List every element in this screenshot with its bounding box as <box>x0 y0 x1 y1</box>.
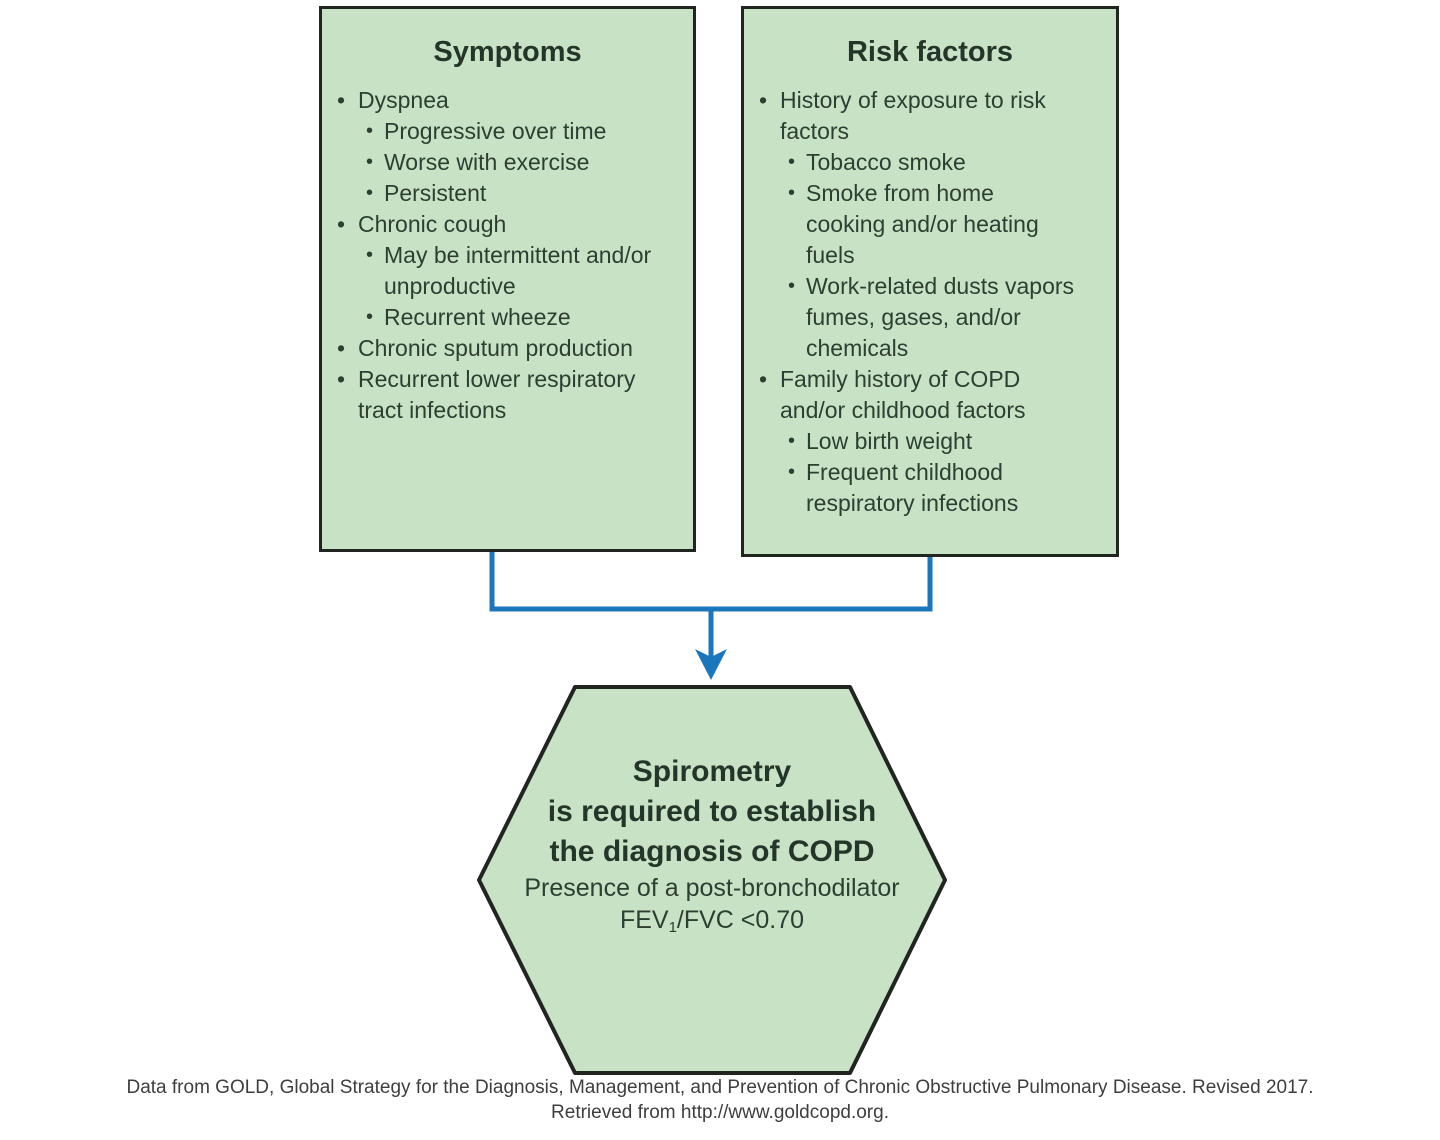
bullet-icon: • <box>788 461 796 483</box>
symptoms-title: Symptoms <box>433 36 582 68</box>
bullet-icon: • <box>788 430 796 452</box>
bullet-icon: • <box>366 151 374 173</box>
formula-subscript: 1 <box>668 919 677 936</box>
list-item: •Persistent <box>322 178 693 209</box>
list-item: •Recurrent wheeze <box>322 302 693 333</box>
list-item: •Recurrent lower respiratory tract infec… <box>322 364 693 426</box>
hexagon-title-line: the diagnosis of COPD <box>549 835 875 868</box>
bullet-icon: • <box>337 87 346 113</box>
bullet-icon: • <box>759 87 768 113</box>
bullet-icon: • <box>337 335 346 361</box>
list-item: •Progressive over time <box>322 116 693 147</box>
bullet-icon: • <box>788 275 796 297</box>
list-item: •Work-related dusts vapors fumes, gases,… <box>744 271 1116 364</box>
list-item: •May be intermittent and/or unproductive <box>322 240 693 302</box>
list-item: •Frequent childhood respiratory infectio… <box>744 457 1116 519</box>
caption-line-2: Retrieved from http://www.goldcopd.org. <box>551 1102 889 1123</box>
arrow-down-icon <box>695 649 727 680</box>
list-item: •Tobacco smoke <box>744 147 1116 178</box>
list-item: •Worse with exercise <box>322 147 693 178</box>
caption-line-1: Data from GOLD, Global Strategy for the … <box>126 1077 1314 1098</box>
list-item: •Smoke from home cooking and/or heating … <box>744 178 1116 271</box>
bullet-icon: • <box>366 120 374 142</box>
bullet-icon: • <box>788 182 796 204</box>
hexagon-shape <box>477 685 947 1075</box>
bullet-icon: • <box>366 182 374 204</box>
bullet-icon: • <box>759 366 768 392</box>
bullet-icon: • <box>366 306 374 328</box>
formula-prefix: FEV <box>619 906 669 934</box>
list-item: •Chronic sputum production <box>322 333 693 364</box>
hexagon-title-line: Spirometry <box>632 755 792 788</box>
list-item: •Dyspnea <box>322 85 693 116</box>
hexagon-text-block: Spirometry is required to establish the … <box>452 752 972 940</box>
list-item: •Low birth weight <box>744 426 1116 457</box>
hexagon-title-line: is required to establish <box>547 795 877 828</box>
risk-factors-box: Risk factors •History of exposure to ris… <box>741 6 1119 557</box>
list-item: •Family history of COPD and/or childhood… <box>744 364 1116 426</box>
list-item: •Chronic cough <box>322 209 693 240</box>
bullet-icon: • <box>337 211 346 237</box>
hexagon-formula-line: FEV1/FVC <0.70 <box>452 904 972 940</box>
symptoms-box: Symptoms •Dyspnea •Progressive over time… <box>319 6 696 552</box>
bullet-icon: • <box>337 366 346 392</box>
bullet-icon: • <box>788 151 796 173</box>
hexagon-subtext-line: Presence of a post-bronchodilator <box>524 874 900 902</box>
formula-suffix: /FVC <0.70 <box>676 906 805 934</box>
connector-line <box>489 550 933 612</box>
list-item: •History of exposure to risk factors <box>744 85 1116 147</box>
bullet-icon: • <box>366 244 374 266</box>
source-caption: Data from GOLD, Global Strategy for the … <box>0 1075 1440 1125</box>
risk-factors-title: Risk factors <box>846 36 1013 68</box>
